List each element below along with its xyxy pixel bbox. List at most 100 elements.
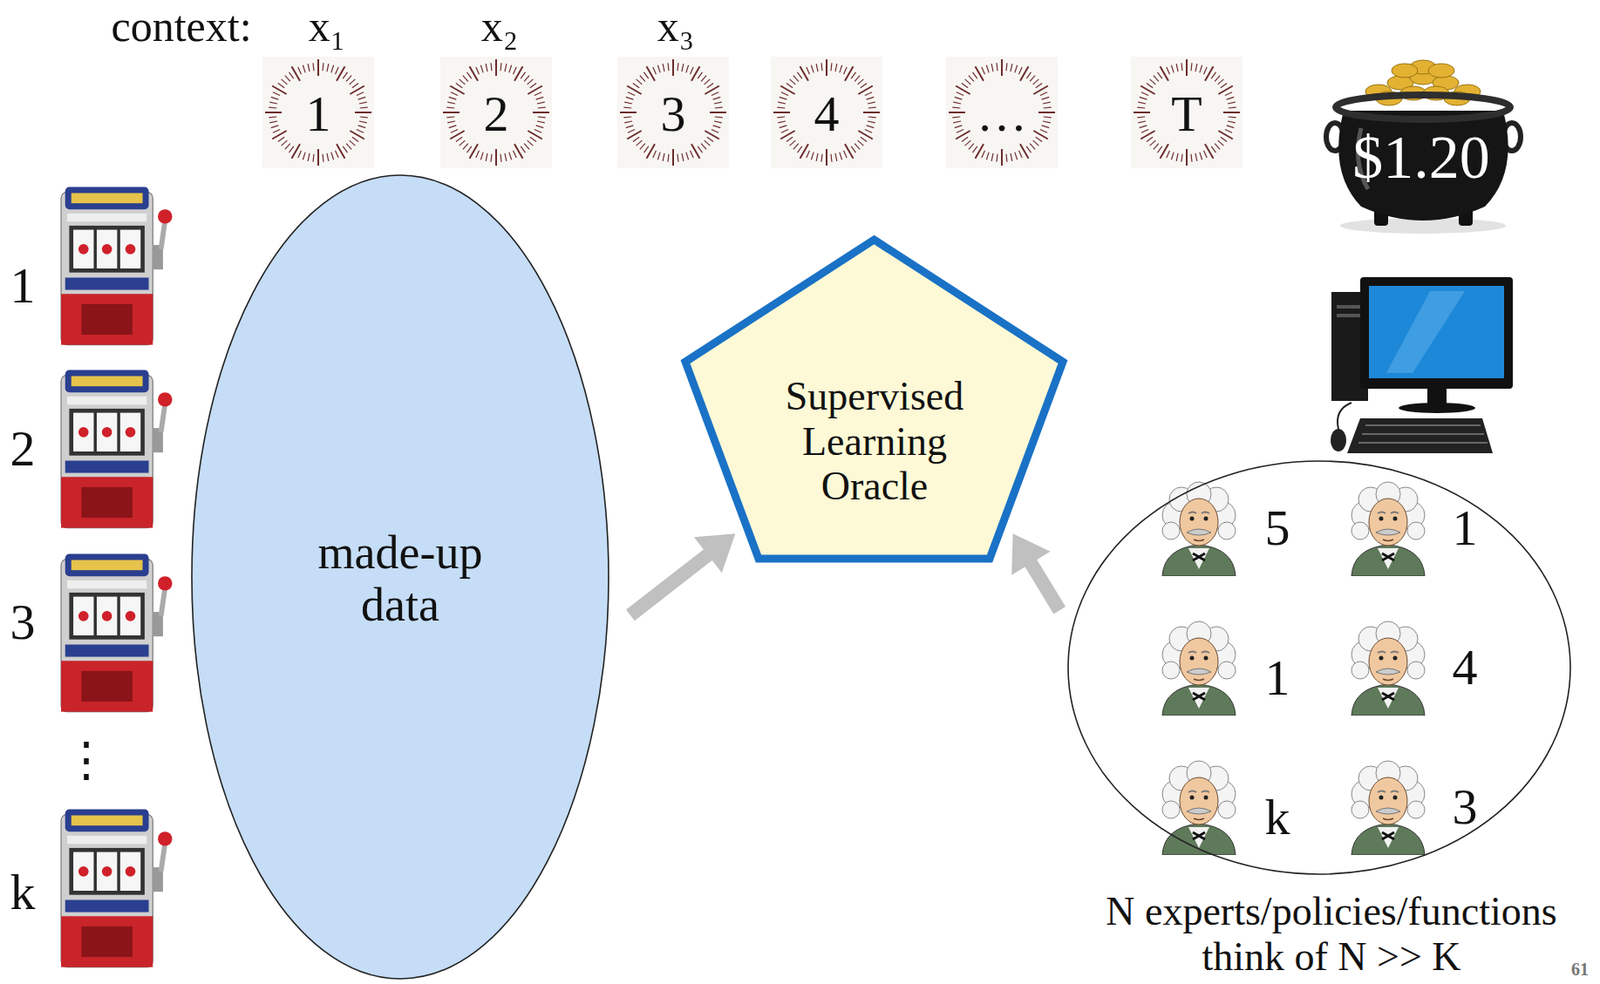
clock-tick [317, 59, 320, 76]
clock-tick [714, 102, 722, 104]
clock-tick [1185, 59, 1188, 76]
clock-tick [806, 67, 811, 75]
timestep-number: … [976, 86, 1028, 143]
clock-tick [321, 154, 324, 163]
clock-tick [536, 96, 545, 100]
timestep-clock: 1 [262, 56, 375, 169]
arrow-shaft [1028, 560, 1060, 611]
clock-tick [995, 62, 998, 71]
clock-tick [1043, 115, 1052, 118]
clock-tick [346, 143, 352, 150]
clock-tick [633, 136, 640, 142]
clock-tick [640, 75, 646, 82]
clock-tick [776, 106, 785, 109]
clock-tick [272, 86, 286, 96]
clock-tick [536, 125, 545, 129]
clock-tick [825, 149, 828, 166]
clock-tick [844, 67, 848, 75]
clock-tick [796, 72, 802, 79]
clock-tick [1218, 79, 1225, 85]
clock-tick [1141, 129, 1149, 134]
context-label: context: [110, 4, 252, 48]
slot-machine [61, 187, 172, 346]
clock-tick [268, 106, 277, 109]
clock-tick [1195, 63, 1198, 72]
clock-tick [1029, 75, 1035, 82]
clock-tick [948, 111, 966, 114]
clock-tick [1218, 140, 1225, 146]
clock-tick [281, 79, 288, 85]
clock-tick [965, 79, 972, 85]
clock-tick [800, 143, 810, 158]
clock-tick [1035, 136, 1042, 142]
clock-ground [617, 56, 729, 169]
clock-tick [810, 152, 814, 161]
clock-tick [953, 121, 961, 123]
clock-tick [866, 125, 875, 129]
clock-tick [349, 130, 364, 140]
clock-tick [1220, 82, 1227, 88]
timestep-clock: 2 [440, 56, 552, 169]
oracle-pentagon: Supervised Learning Oracle [685, 239, 1063, 559]
clock-tick [265, 111, 282, 114]
clock-tick [1211, 146, 1216, 153]
clock-tick [349, 140, 356, 146]
clock-tick [619, 111, 637, 114]
clock-tick [810, 65, 814, 74]
clock-tick [1042, 121, 1051, 123]
clock-tick [956, 92, 964, 96]
clock-tick [825, 59, 828, 76]
clock-tick [1228, 115, 1237, 118]
arm-number: 3 [10, 597, 36, 648]
clock-tick [530, 136, 537, 142]
clock-tick [462, 143, 469, 150]
clock-tick [485, 153, 488, 162]
clock-tick [991, 153, 994, 162]
clock-tick [358, 125, 367, 129]
clock-tick [1157, 146, 1162, 153]
clock-tick [281, 140, 288, 146]
clock-tick [1137, 106, 1145, 109]
clock-tick [662, 63, 665, 72]
clock-tick [1038, 111, 1056, 114]
clock-tick [667, 154, 669, 163]
clock-tick [704, 130, 719, 140]
clock-tick [986, 65, 989, 74]
expert-head [1162, 621, 1236, 716]
clock-tick [961, 82, 968, 88]
clock-tick [864, 92, 872, 96]
pot-body [1338, 110, 1508, 221]
clock-tick [331, 65, 334, 74]
expert-choice: k [1265, 789, 1291, 846]
clock-tick [537, 106, 546, 109]
clock-tick [707, 136, 714, 142]
clock-tick [690, 67, 695, 75]
clock-tick [779, 125, 788, 129]
ellipse-outline [1068, 461, 1571, 875]
clock-tick [854, 75, 860, 82]
clock-tick [288, 146, 293, 153]
clock-tick [288, 72, 293, 79]
clock-tick [844, 66, 854, 81]
clock-tick [456, 82, 463, 88]
clock-tick [1041, 96, 1050, 100]
clock-tick [1029, 143, 1035, 150]
clock-tick [1139, 125, 1148, 129]
clock-tick [1204, 150, 1208, 158]
clock-tick [854, 143, 860, 150]
clock-ground [440, 56, 552, 169]
clock-tick [627, 92, 635, 96]
clock-tick [793, 143, 799, 150]
clock-tick [302, 65, 306, 74]
clock-tick [839, 65, 843, 74]
expert-choice: 3 [1452, 779, 1478, 836]
clock-tick [672, 149, 675, 166]
clock-tick [711, 92, 719, 96]
clock-tick [1043, 106, 1052, 109]
ellipse-outline [191, 175, 609, 980]
expert-head [1162, 482, 1236, 577]
experts-caption: N experts/policies/functions think of N … [1094, 889, 1570, 980]
clock-tick [268, 115, 277, 118]
arm-number: 2 [10, 423, 36, 475]
clock-tick [1019, 150, 1023, 158]
